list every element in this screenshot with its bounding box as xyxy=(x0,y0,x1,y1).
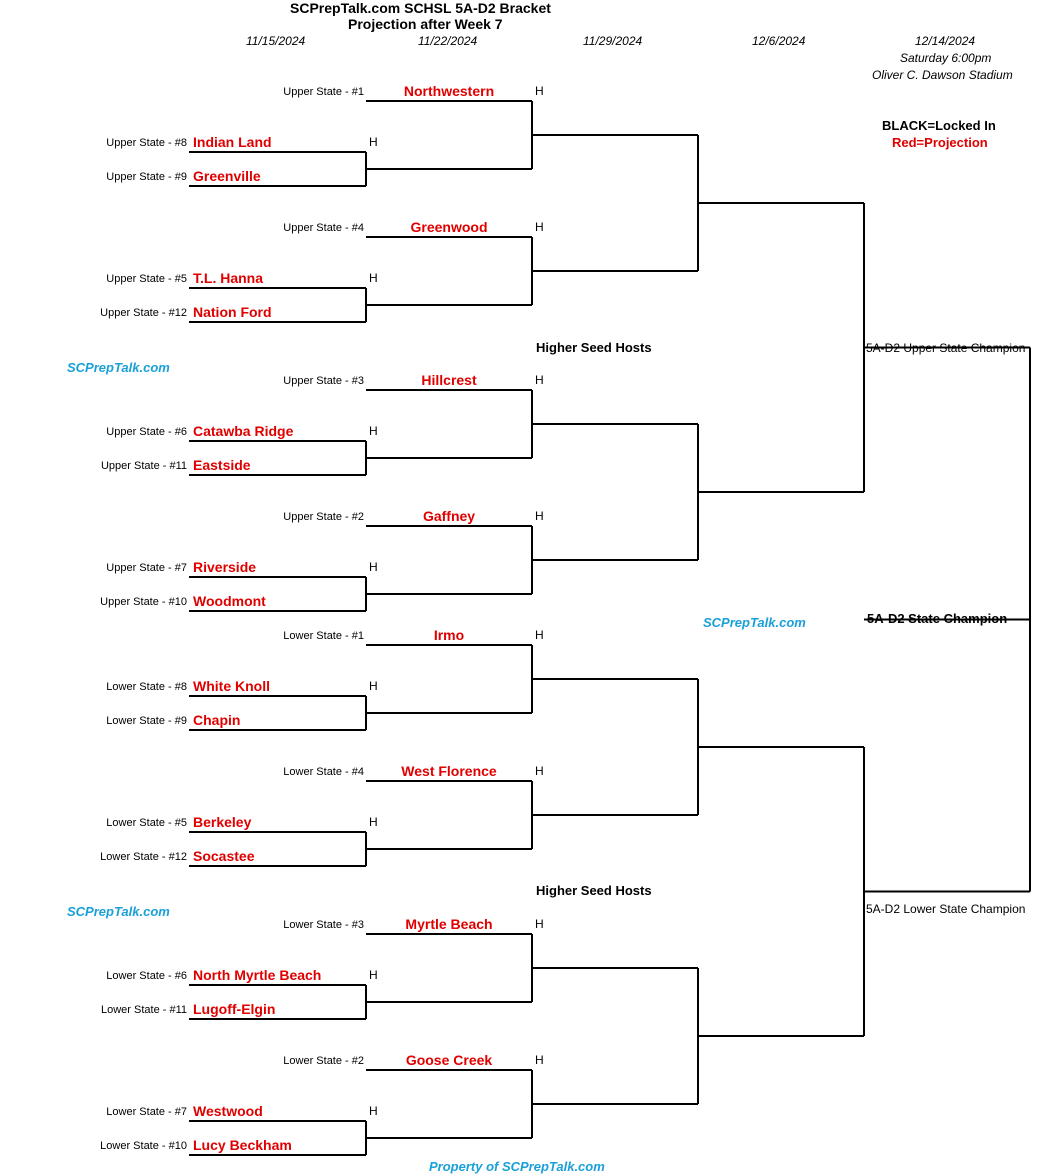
team-name: Greenwood xyxy=(410,219,488,235)
legend-projection: Red=Projection xyxy=(892,135,988,150)
host-marker: H xyxy=(369,968,378,982)
team-name: Socastee xyxy=(193,848,255,864)
seed-label: Upper State - #10 xyxy=(100,596,187,608)
team-name: West Florence xyxy=(401,763,497,779)
host-marker: H xyxy=(369,679,378,693)
final-venue: Oliver C. Dawson Stadium xyxy=(872,68,1013,82)
team-name: Catawba Ridge xyxy=(193,423,294,439)
seed-label: Lower State - #10 xyxy=(100,1140,187,1152)
host-marker: H xyxy=(369,424,378,438)
team-name: Northwestern xyxy=(403,83,495,99)
host-marker: H xyxy=(369,271,378,285)
team-name: Woodmont xyxy=(193,593,266,609)
upper-state-champion-label: 5A-D2 Upper State Champion xyxy=(866,341,1026,355)
team-name: Chapin xyxy=(193,712,241,728)
date-round-1: 11/15/2024 xyxy=(246,34,306,48)
team-name: Indian Land xyxy=(193,134,272,150)
team-name: Berkeley xyxy=(193,814,252,830)
seed-label: Lower State - #11 xyxy=(100,1004,187,1016)
date-round-3: 11/29/2024 xyxy=(583,34,643,48)
state-champion-label: 5A-D2 State Champion xyxy=(867,611,1008,626)
seed-label: Upper State - #8 xyxy=(106,137,187,149)
seed-label: Upper State - #11 xyxy=(100,460,187,472)
seed-label: Lower State - #12 xyxy=(100,851,187,863)
team-name: Gaffney xyxy=(422,508,476,524)
host-marker: H xyxy=(535,509,544,523)
seed-label: Upper State - #12 xyxy=(100,307,187,319)
brand-watermark: SCPrepTalk.com xyxy=(703,615,806,630)
footer-brand: Property of SCPrepTalk.com xyxy=(429,1159,605,1174)
host-rule-lower: Higher Seed Hosts xyxy=(536,883,652,898)
host-marker: H xyxy=(535,84,544,98)
brand-watermark: SCPrepTalk.com xyxy=(67,904,170,919)
seed-label: Upper State - #7 xyxy=(106,562,187,574)
team-name: Irmo xyxy=(433,627,465,643)
seed-label: Lower State - #3 xyxy=(283,919,364,931)
team-name: Myrtle Beach xyxy=(405,916,493,932)
team-name: Lucy Beckham xyxy=(193,1137,292,1153)
seed-label: Upper State - #4 xyxy=(283,222,364,234)
seed-label: Upper State - #1 xyxy=(283,86,364,98)
seed-label: Upper State - #2 xyxy=(283,511,364,523)
page-title: SCPrepTalk.com SCHSL 5A-D2 Bracket xyxy=(290,0,551,16)
team-name: T.L. Hanna xyxy=(193,270,264,286)
host-marker: H xyxy=(535,220,544,234)
host-marker: H xyxy=(369,135,378,149)
team-name: Lugoff-Elgin xyxy=(193,1001,276,1017)
seed-label: Lower State - #5 xyxy=(106,817,187,829)
team-name: Hillcrest xyxy=(421,372,477,388)
team-name: Greenville xyxy=(193,168,261,184)
team-name: Riverside xyxy=(193,559,257,575)
host-marker: H xyxy=(535,917,544,931)
host-marker: H xyxy=(369,560,378,574)
seed-label: Lower State - #6 xyxy=(106,970,187,982)
seed-label: Lower State - #4 xyxy=(283,766,364,778)
host-marker: H xyxy=(369,815,378,829)
team-name: Nation Ford xyxy=(193,304,272,320)
seed-label: Upper State - #9 xyxy=(106,171,187,183)
final-time: Saturday 6:00pm xyxy=(900,51,992,65)
seed-label: Lower State - #9 xyxy=(106,715,187,727)
host-marker: H xyxy=(535,373,544,387)
page-subtitle: Projection after Week 7 xyxy=(348,16,503,32)
seed-label: Lower State - #2 xyxy=(283,1055,364,1067)
host-marker: H xyxy=(535,764,544,778)
date-round-2: 11/22/2024 xyxy=(418,34,478,48)
seed-label: Upper State - #5 xyxy=(106,273,187,285)
host-marker: H xyxy=(535,628,544,642)
host-marker: H xyxy=(535,1053,544,1067)
brand-watermark: SCPrepTalk.com xyxy=(67,360,170,375)
seed-label: Lower State - #1 xyxy=(283,630,364,642)
team-name: Eastside xyxy=(193,457,251,473)
team-name: North Myrtle Beach xyxy=(193,967,322,983)
team-name: Westwood xyxy=(193,1103,263,1119)
host-marker: H xyxy=(369,1104,378,1118)
seed-label: Lower State - #8 xyxy=(106,681,187,693)
lower-state-champion-label: 5A-D2 Lower State Champion xyxy=(866,902,1026,916)
seed-label: Lower State - #7 xyxy=(106,1106,187,1118)
date-final: 12/14/2024 xyxy=(915,34,976,48)
date-round-4: 12/6/2024 xyxy=(752,34,806,48)
team-name: Goose Creek xyxy=(405,1052,493,1068)
seed-label: Upper State - #6 xyxy=(106,426,187,438)
legend-locked: BLACK=Locked In xyxy=(882,118,996,133)
seed-label: Upper State - #3 xyxy=(283,375,364,387)
host-rule-upper: Higher Seed Hosts xyxy=(536,340,652,355)
team-name: White Knoll xyxy=(193,678,270,694)
